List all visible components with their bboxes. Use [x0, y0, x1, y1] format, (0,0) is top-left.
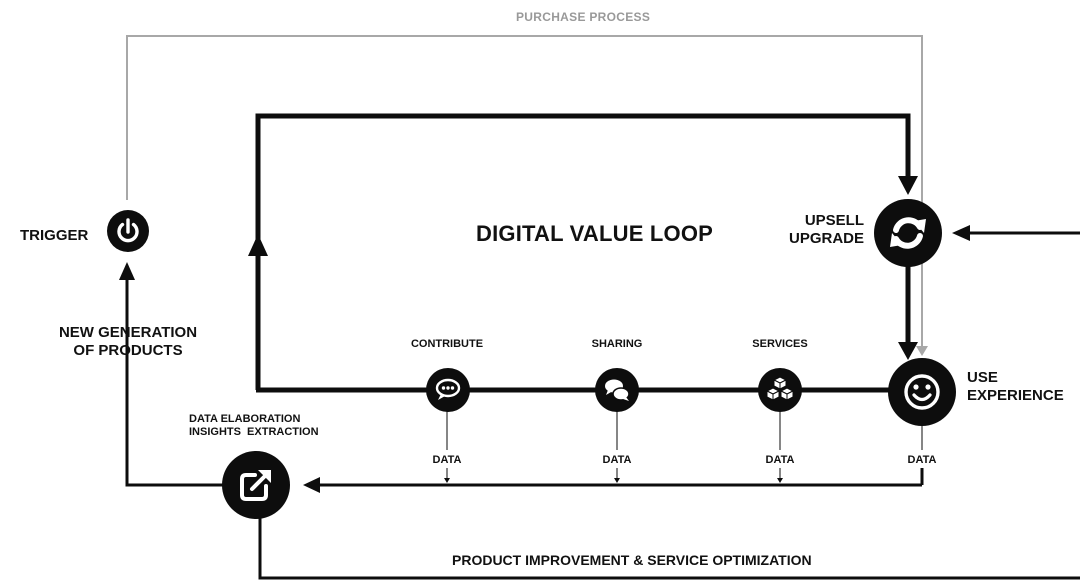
product-improvement-label: PRODUCT IMPROVEMENT & SERVICE OPTIMIZATI… — [452, 552, 812, 568]
smiley-icon — [904, 374, 940, 410]
digital-value-loop-line — [255, 113, 911, 250]
data-elaboration-label: DATA ELABORATION INSIGHTS EXTRACTION — [189, 413, 319, 439]
power-icon — [117, 218, 139, 243]
data-label-services: DATA — [765, 454, 795, 466]
new-generation-label: NEW GENERATION OF PRODUCTS — [32, 324, 224, 360]
use-arrowhead — [898, 342, 918, 360]
contribute-node — [426, 368, 470, 412]
data-elaboration-line-1: DATA ELABORATION — [189, 413, 301, 425]
trigger-node — [107, 210, 149, 252]
purchase-process-label: PURCHASE PROCESS — [516, 10, 651, 24]
upsell-node — [874, 199, 942, 267]
purchase-arrowhead — [916, 346, 928, 356]
sharing-node — [595, 368, 639, 412]
data-label-contribute: DATA — [432, 454, 462, 466]
data-elaboration-node — [222, 451, 290, 519]
data-collection-arrowhead — [303, 477, 320, 493]
data-label-use: DATA — [907, 454, 937, 466]
upsell-line-2: UPGRADE — [788, 230, 864, 247]
diagram-title: DIGITAL VALUE LOOP — [476, 221, 714, 246]
new-generation-line-2: OF PRODUCTS — [73, 342, 183, 359]
cubes-icon — [765, 376, 795, 401]
trigger-arrowhead — [119, 262, 135, 280]
use-line-2: EXPERIENCE — [967, 387, 1064, 404]
product-improvement-line — [258, 512, 1080, 580]
input-arrowhead — [952, 225, 970, 241]
speech-bubble-icon — [435, 378, 461, 400]
use-line-1: USE — [967, 369, 998, 386]
refresh-icon — [890, 217, 926, 249]
services-node — [758, 368, 802, 412]
data-elaboration-line-2: INSIGHTS EXTRACTION — [189, 426, 319, 439]
external-link-icon — [240, 470, 271, 501]
trigger-label: TRIGGER — [20, 227, 89, 244]
loop-up-arrowhead — [248, 234, 268, 256]
upsell-label: UPSELL UPGRADE — [789, 212, 864, 248]
new-generation-line-1: NEW GENERATION — [58, 324, 198, 341]
services-label: SERVICES — [752, 338, 808, 350]
upsell-line-1: UPSELL — [804, 212, 864, 229]
use-label: USE EXPERIENCE — [967, 369, 1064, 405]
new-generation-line — [125, 278, 226, 487]
purchase-process-line — [126, 35, 923, 350]
use-node — [888, 358, 956, 426]
chat-bubbles-icon — [605, 379, 630, 401]
sharing-label: SHARING — [591, 338, 643, 350]
upsell-arrowhead — [898, 176, 918, 195]
contribute-label: CONTRIBUTE — [410, 338, 484, 350]
data-label-sharing: DATA — [602, 454, 632, 466]
